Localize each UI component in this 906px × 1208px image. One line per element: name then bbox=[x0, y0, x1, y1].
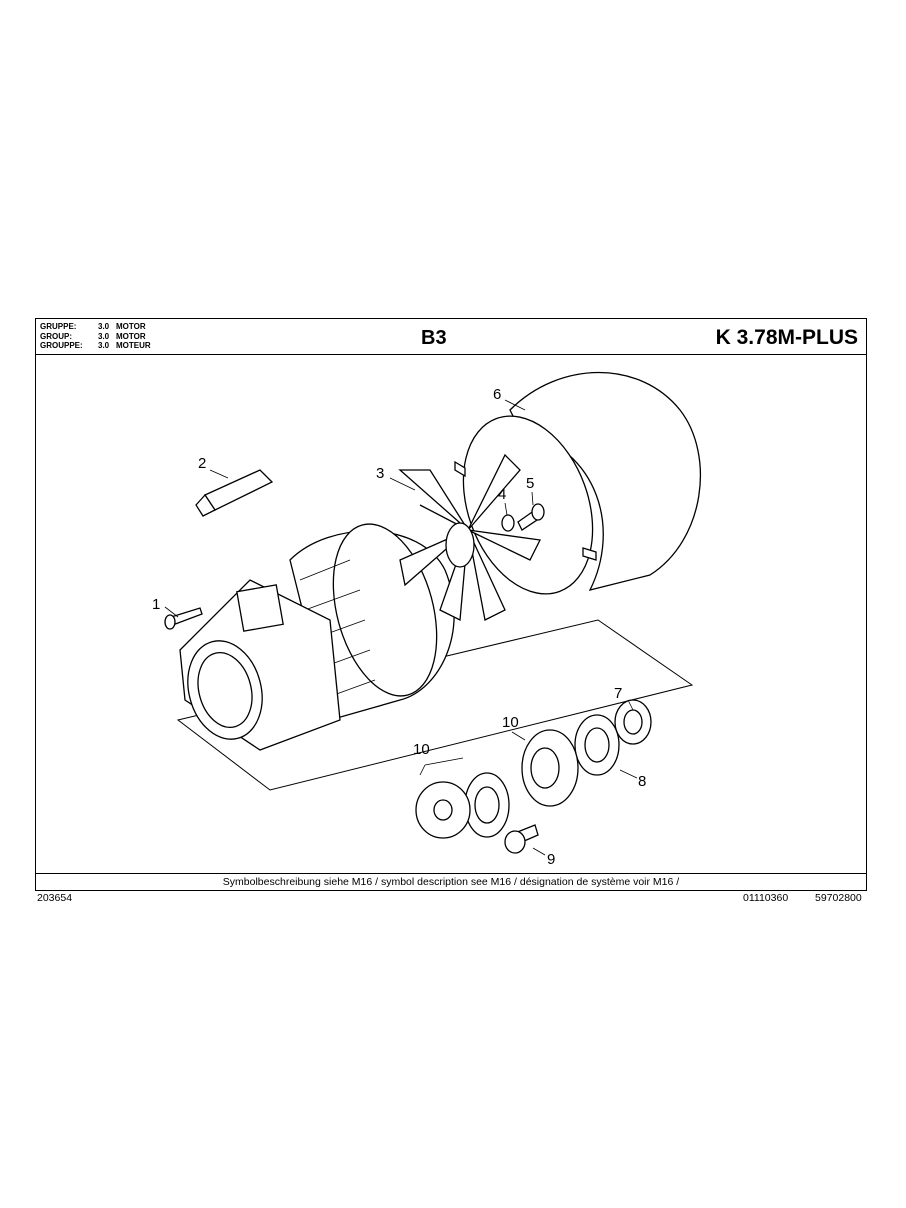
page-code: B3 bbox=[421, 327, 447, 349]
group-name: MOTOR bbox=[116, 322, 146, 331]
symbol-note: Symbolbeschreibung siehe M16 / symbol de… bbox=[36, 873, 866, 890]
end-shield bbox=[179, 579, 341, 751]
sheet-number: 203654 bbox=[37, 892, 73, 904]
group-name: MOTEUR bbox=[116, 341, 151, 350]
fan bbox=[398, 453, 541, 622]
grease-tube bbox=[195, 469, 274, 517]
bearing-parts bbox=[415, 699, 652, 854]
group-row-fr: GROUPPE: 3.0 MOTEUR bbox=[40, 341, 151, 351]
group-name: MOTOR bbox=[116, 331, 146, 341]
callout-5: 5 bbox=[526, 475, 534, 492]
group-number: 3.0 bbox=[98, 331, 110, 341]
washer bbox=[501, 514, 515, 532]
callout-8: 8 bbox=[638, 773, 646, 790]
screw-1 bbox=[164, 607, 203, 630]
callout-1: 1 bbox=[152, 596, 160, 613]
screw-5 bbox=[517, 503, 545, 531]
callout-3: 3 bbox=[376, 465, 384, 482]
part-number: 59702800 bbox=[815, 892, 862, 904]
group-label: GROUP: bbox=[40, 331, 72, 341]
model-title: K 3.78M-PLUS bbox=[715, 326, 858, 349]
callout-10a: 10 bbox=[413, 741, 430, 758]
group-row-de: GRUPPE: 3.0 MOTOR bbox=[40, 322, 151, 332]
group-row-en: GROUP: 3.0 MOTOR bbox=[40, 332, 151, 342]
group-label: GROUPPE: bbox=[40, 341, 83, 350]
callout-7: 7 bbox=[614, 685, 622, 702]
callout-9: 9 bbox=[547, 851, 555, 868]
callout-10b: 10 bbox=[502, 714, 519, 731]
assembly-plane bbox=[176, 619, 694, 791]
callout-6: 6 bbox=[493, 386, 501, 403]
callout-2: 2 bbox=[198, 455, 206, 472]
group-number: 3.0 bbox=[98, 322, 110, 331]
doc-number: 01110360 bbox=[743, 892, 789, 904]
group-label: GRUPPE: bbox=[40, 322, 77, 331]
group-number: 3.0 bbox=[98, 341, 110, 350]
leader-lines bbox=[164, 399, 638, 856]
motor-cover bbox=[454, 372, 702, 595]
callout-4: 4 bbox=[498, 486, 506, 503]
